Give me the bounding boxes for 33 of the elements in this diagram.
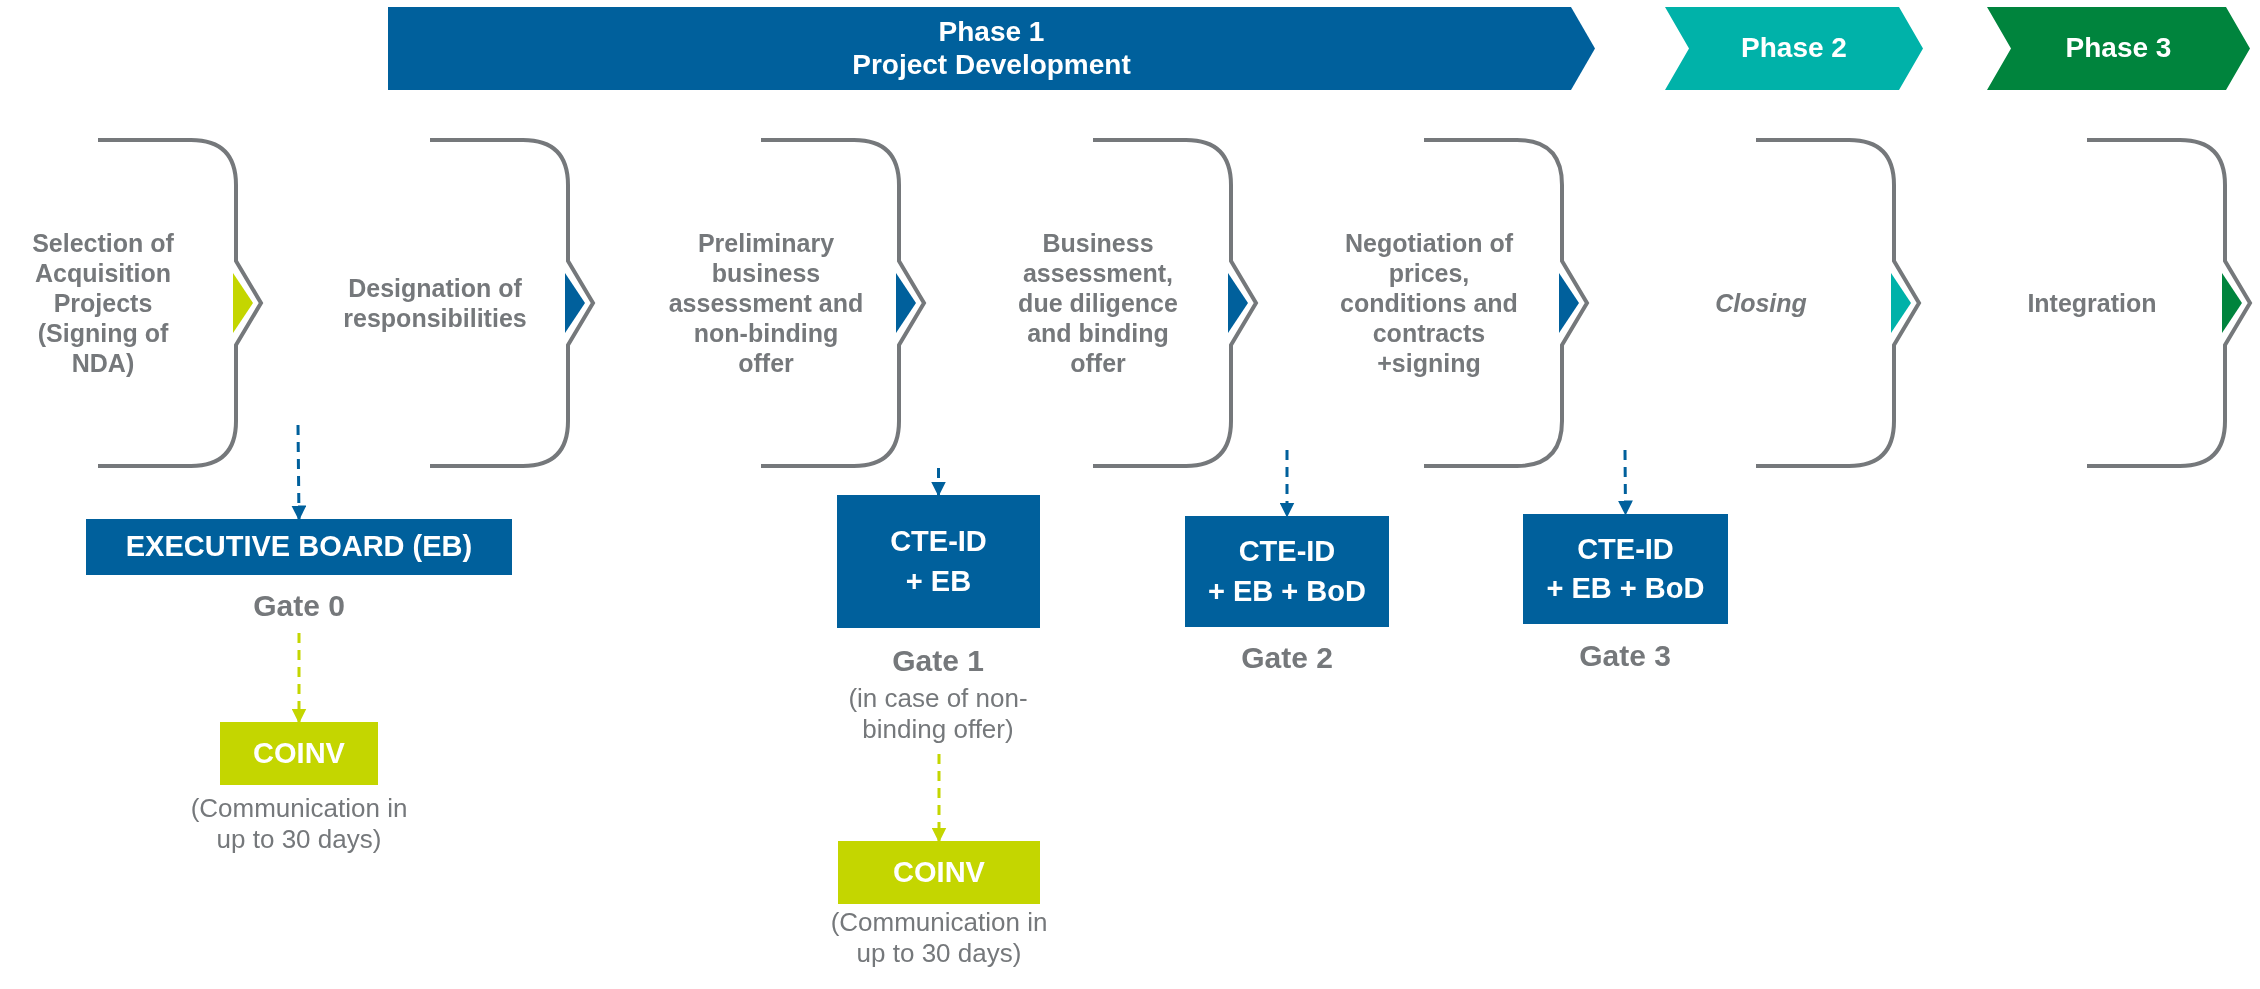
committee-box: CTE-ID + EB + BoD [1185,516,1389,627]
step-label: Closing [1714,288,1808,318]
gate-label: Gate 2 [1240,640,1334,676]
phase-banner [388,7,1595,90]
committee-box: COINV [220,722,378,785]
note-text: (Communication in up to 30 days) [829,907,1049,970]
note-text: (Communication in up to 30 days) [189,793,409,856]
step-label: Integration [2026,288,2158,318]
committee-box: EXECUTIVE BOARD (EB) [86,519,512,575]
phase-title: Phase 2 [1741,32,1847,65]
arrow [1279,450,1295,518]
step-label: Designation of responsibilities [342,273,528,333]
arrow [931,468,946,497]
committee-box: CTE-ID + EB [837,495,1040,628]
step-label: Negotiation of prices, conditions and contracts +signing [1339,228,1519,378]
arrow [291,633,307,724]
arrow [931,754,947,843]
arrow [1617,450,1633,516]
phase-title: Project Development [852,48,1131,81]
step-label: Preliminary business assessment and non-binding offer [668,228,864,378]
step-label: Business assessment, due diligence and binding offer [1017,228,1179,378]
phase-banner [1665,7,1923,90]
gate-label: Gate 0 [252,588,346,624]
committee-box: COINV [838,841,1040,904]
gate-label: Gate 3 [1578,638,1672,674]
phase-title: Phase 1 [938,16,1045,49]
gate-label: Gate 1 [891,643,985,679]
arrow [291,425,307,521]
note-text: (in case of non-binding offer) [847,683,1029,746]
phase-banner [1987,7,2250,90]
step-label: Selection of Acquisition Projects (Signing of NDA) [31,228,175,378]
committee-box: CTE-ID + EB + BoD [1523,514,1728,624]
phase-title: Phase 3 [2065,32,2172,65]
